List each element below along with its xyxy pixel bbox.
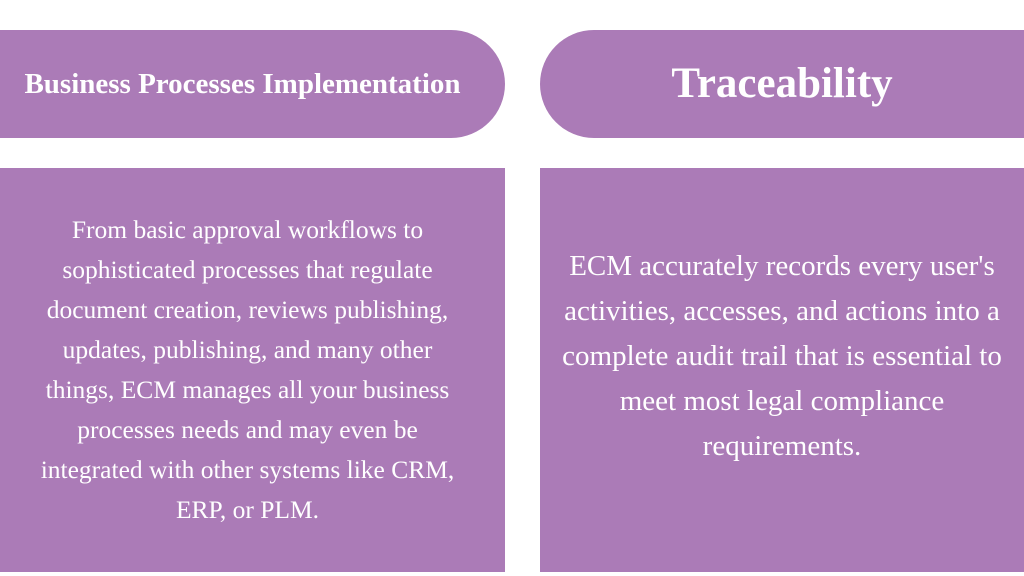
traceability-description: ECM accurately records every user's acti… bbox=[562, 249, 1002, 462]
traceability-description-box: ECM accurately records every user's acti… bbox=[540, 168, 1024, 572]
business-processes-title: Business Processes Implementation bbox=[24, 68, 461, 100]
business-processes-header: Business Processes Implementation bbox=[0, 30, 505, 138]
business-processes-description: From basic approval workflows to sophist… bbox=[40, 215, 455, 524]
traceability-title: Traceability bbox=[671, 60, 893, 107]
business-processes-description-box: From basic approval workflows to sophist… bbox=[0, 168, 505, 572]
traceability-header: Traceability bbox=[540, 30, 1024, 138]
